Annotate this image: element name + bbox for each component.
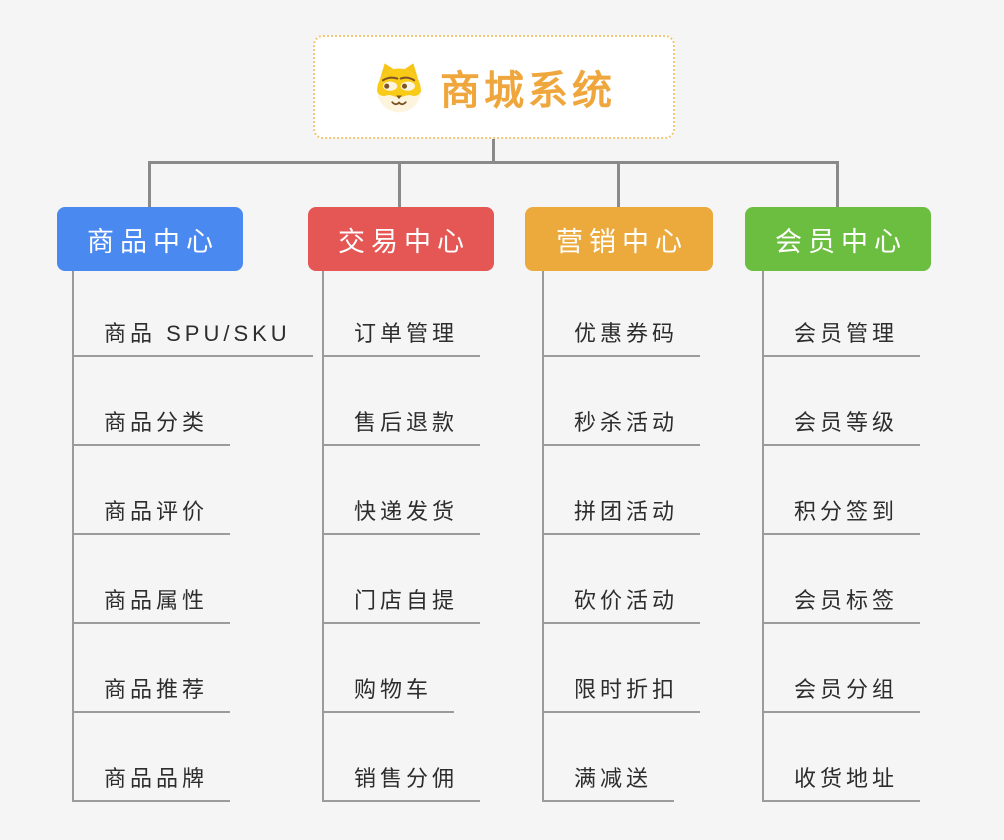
leaf-node[interactable]: 商品属性	[72, 585, 231, 624]
leaf-node[interactable]: 快递发货	[322, 496, 481, 535]
branch-trunk-line	[72, 271, 74, 802]
leaf-node[interactable]: 满减送	[542, 763, 675, 802]
leaf-node[interactable]: 会员标签	[762, 585, 921, 624]
leaf-node[interactable]: 会员管理	[762, 318, 921, 357]
branch-label: 会员中心	[775, 226, 907, 257]
root-title: 商城系统	[440, 69, 616, 113]
leaf-node[interactable]: 拼团活动	[542, 496, 701, 535]
branch-node-marketing-center[interactable]: 营销中心	[525, 207, 713, 271]
connector-root-drop	[492, 139, 495, 164]
branch-label: 交易中心	[338, 226, 470, 257]
leaf-node[interactable]: 会员等级	[762, 407, 921, 446]
leaf-node[interactable]: 商品评价	[72, 496, 231, 535]
root-node[interactable]: 商城系统	[313, 35, 675, 139]
connector-cross	[148, 161, 839, 164]
branch-node-member-center[interactable]: 会员中心	[745, 207, 931, 271]
leaf-node[interactable]: 商品品牌	[72, 763, 231, 802]
leaf-node[interactable]: 门店自提	[322, 585, 481, 624]
leaf-node[interactable]: 销售分佣	[322, 763, 481, 802]
branch-node-product-center[interactable]: 商品中心	[57, 207, 243, 271]
branch-node-trade-center[interactable]: 交易中心	[308, 207, 494, 271]
leaf-node[interactable]: 积分签到	[762, 496, 921, 535]
connector-drop-1	[148, 161, 151, 207]
branch-trunk-line	[762, 271, 764, 802]
leaf-node[interactable]: 砍价活动	[542, 585, 701, 624]
leaf-node[interactable]: 商品分类	[72, 407, 231, 446]
leaf-node[interactable]: 收货地址	[762, 763, 921, 802]
branch-label: 营销中心	[556, 226, 688, 257]
branch-trunk-line	[542, 271, 544, 802]
leaf-node[interactable]: 购物车	[322, 674, 455, 713]
leaf-node[interactable]: 优惠券码	[542, 318, 701, 357]
branch-trunk-line	[322, 271, 324, 802]
leaf-node[interactable]: 限时折扣	[542, 674, 701, 713]
leaf-node[interactable]: 会员分组	[762, 674, 921, 713]
connector-drop-4	[836, 161, 839, 207]
branch-label: 商品中心	[87, 226, 219, 257]
leaf-node[interactable]: 售后退款	[322, 407, 481, 446]
leaf-node[interactable]: 商品推荐	[72, 674, 231, 713]
leaf-node[interactable]: 订单管理	[322, 318, 481, 357]
leaf-node[interactable]: 秒杀活动	[542, 407, 701, 446]
leaf-node[interactable]: 商品 SPU/SKU	[72, 318, 313, 357]
connector-drop-3	[617, 161, 620, 207]
dog-face-icon	[372, 60, 426, 114]
connector-drop-2	[398, 161, 401, 207]
